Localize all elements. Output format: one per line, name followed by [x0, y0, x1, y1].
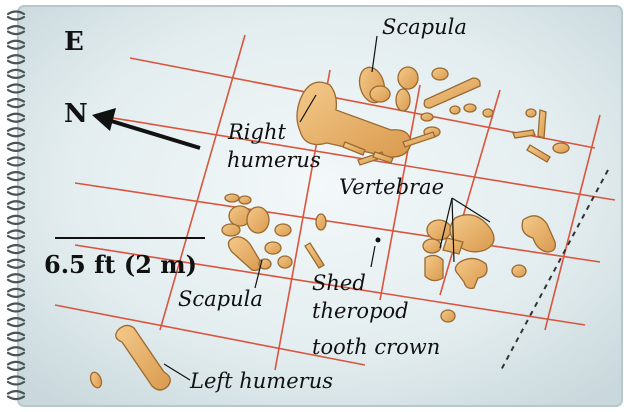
tooth-label-line3: tooth crown: [312, 335, 440, 359]
tooth-label-line2: theropod: [312, 299, 409, 323]
tooth-label-line1: Shed: [312, 271, 366, 295]
tooth-crown-marker: [376, 238, 381, 243]
compass-north-label: N: [64, 99, 88, 129]
scale-label: 6.5 ft (2 m): [44, 250, 197, 279]
vertebrae-label: Vertebrae: [339, 175, 444, 199]
scapula-top-label: Scapula: [382, 15, 467, 39]
compass-east-label: E: [64, 27, 84, 57]
left-humerus-label: Left humerus: [189, 369, 333, 393]
right-humerus-label-line2: humerus: [227, 148, 321, 172]
right-humerus-label-line1: Right: [227, 120, 286, 144]
scapula-left-label: Scapula: [178, 287, 263, 311]
